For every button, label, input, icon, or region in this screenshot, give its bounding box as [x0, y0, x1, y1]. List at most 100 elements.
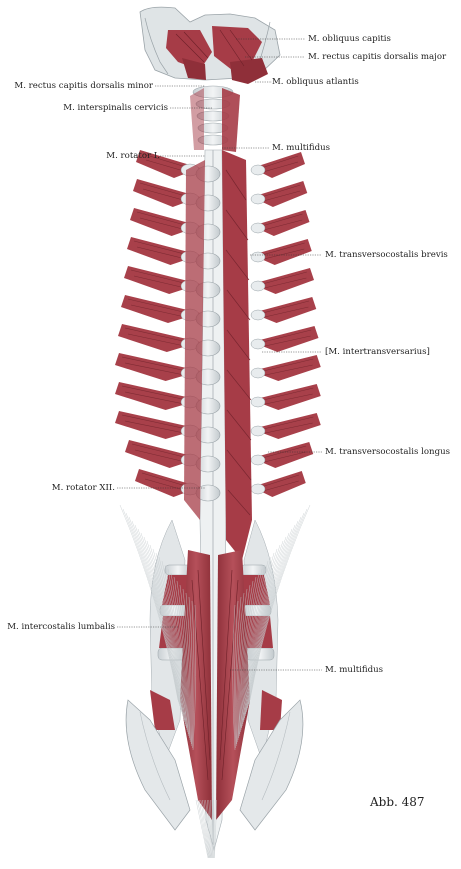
rib-fiber-right	[254, 358, 314, 378]
rib-fiber-right	[254, 416, 314, 436]
transverse-process-right	[250, 193, 266, 205]
transverse-process-right	[250, 454, 266, 466]
tail-fiber	[205, 799, 212, 859]
fascia-fiber	[167, 568, 188, 733]
tail-fiber	[213, 799, 216, 859]
label-intertransversarius: [M. intertransversarius]	[325, 347, 430, 357]
tail-fiber	[211, 799, 214, 859]
fascia-fiber	[122, 508, 179, 703]
label-transversocostalis-brevis: M. transversocostalis brevis	[325, 250, 448, 260]
suboccipital-muscles	[166, 26, 268, 84]
tail-fiber	[210, 799, 213, 859]
label-rotator-1: M. rotator I.	[106, 151, 160, 161]
fascia-fiber	[191, 600, 195, 749]
transverse-process-right	[250, 222, 266, 234]
fascia-fiber	[237, 588, 248, 743]
fascia-fiber	[242, 552, 275, 725]
fascia-fiber	[240, 568, 263, 733]
fascia-fiber	[235, 596, 242, 747]
label-multifidus-upper: M. multifidus	[272, 143, 331, 153]
fascia-fiber	[247, 520, 299, 709]
fascia-fiber	[125, 512, 180, 705]
cervical-vertebrae	[190, 85, 240, 152]
fascia-fiber	[119, 504, 179, 701]
rib-fiber-right	[254, 387, 314, 407]
leader-lines	[117, 38, 322, 671]
fascia-fiber	[248, 512, 305, 705]
transverse-process-right	[250, 338, 266, 350]
fascia-fiber	[176, 580, 190, 739]
label-obliquus-capitis: M. obliquus capitis	[308, 34, 391, 44]
transverse-process-right	[250, 425, 266, 437]
label-transversocostalis-longus: M. transversocostalis longus	[325, 447, 451, 457]
fascia-fiber	[245, 532, 290, 715]
label-rectus-capitis-dorsalis-major: M. rectus capitis dorsalis major	[308, 52, 447, 62]
fascia-fiber	[243, 544, 281, 721]
fascia-fiber	[232, 604, 236, 751]
fascia-fiber	[185, 592, 192, 745]
fascia-fiber	[244, 540, 284, 719]
fascia-fiber	[146, 540, 184, 719]
fascia-fiber	[131, 520, 181, 709]
thoracic-ribs-right	[250, 152, 321, 497]
tail-fiber	[207, 799, 212, 859]
fascia-fiber	[240, 564, 266, 731]
transverse-process-right	[250, 309, 266, 321]
fascia-fiber	[140, 532, 183, 715]
fascia-fiber	[170, 572, 189, 735]
fascia-fiber	[249, 508, 308, 703]
label-rotator-12: M. rotator XII.	[51, 483, 115, 493]
fascia-fiber	[245, 536, 287, 717]
label-multifidus-lower: M. multifidus	[325, 665, 384, 675]
fascia-fiber	[236, 592, 245, 745]
fascia-fibers	[119, 504, 311, 859]
pelvis	[125, 699, 304, 831]
fascia-fiber	[248, 516, 302, 707]
tail-fiber	[200, 799, 210, 859]
fascia-fiber	[164, 564, 188, 731]
fascia-fiber	[239, 572, 260, 735]
label-intercostalis-lumbalis: M. intercostalis lumbalis	[7, 622, 115, 632]
fascia-fiber	[242, 556, 272, 727]
tail-fiber	[195, 799, 209, 859]
fascia-fiber	[237, 584, 251, 741]
fascia-fiber	[192, 604, 197, 751]
label-interspinalis-cervicis: M. interspinalis cervicis	[63, 103, 168, 113]
rotator-muscles	[184, 160, 205, 520]
fascia-fiber	[158, 556, 186, 727]
fascia-fiber	[134, 524, 182, 711]
label-rectus-capitis-dorsalis-minor: M. rectus capitis dorsalis minor	[14, 81, 153, 91]
transverse-process-right	[250, 367, 266, 379]
fascia-fiber	[246, 524, 296, 711]
fascia-fiber	[243, 548, 278, 723]
multifidus-muscle	[222, 150, 252, 560]
fascia-fiber	[246, 528, 293, 713]
fascia-fiber	[137, 528, 182, 713]
fascia-fiber	[143, 536, 183, 717]
fascia-fiber	[238, 580, 254, 739]
tail-fiber	[197, 799, 209, 859]
fascia-fiber	[188, 596, 193, 747]
transverse-process-right	[250, 483, 266, 495]
fascia-fiber	[149, 544, 185, 721]
transverse-process-right	[250, 396, 266, 408]
fascia-fiber	[182, 588, 191, 743]
fascia-fiber	[239, 576, 257, 737]
transverse-process-right	[250, 164, 266, 176]
transverse-process-right	[250, 280, 266, 292]
tail-fiber	[202, 799, 211, 859]
tail-fiber	[208, 799, 213, 859]
fascia-fiber	[234, 600, 239, 749]
fascia-fiber	[155, 552, 186, 725]
tail-fiber	[214, 799, 217, 859]
fascia-fiber	[241, 560, 269, 729]
thoracic-ribs-left	[115, 150, 200, 497]
figure-number: Abb. 487	[370, 795, 425, 809]
fascia-fiber	[249, 504, 311, 701]
label-obliquus-atlantis: M. obliquus atlantis	[272, 77, 359, 87]
tail-fiber	[203, 799, 211, 859]
transverse-process-right	[250, 251, 266, 263]
fascia-fiber	[128, 516, 180, 707]
fascia-fiber	[152, 548, 185, 723]
